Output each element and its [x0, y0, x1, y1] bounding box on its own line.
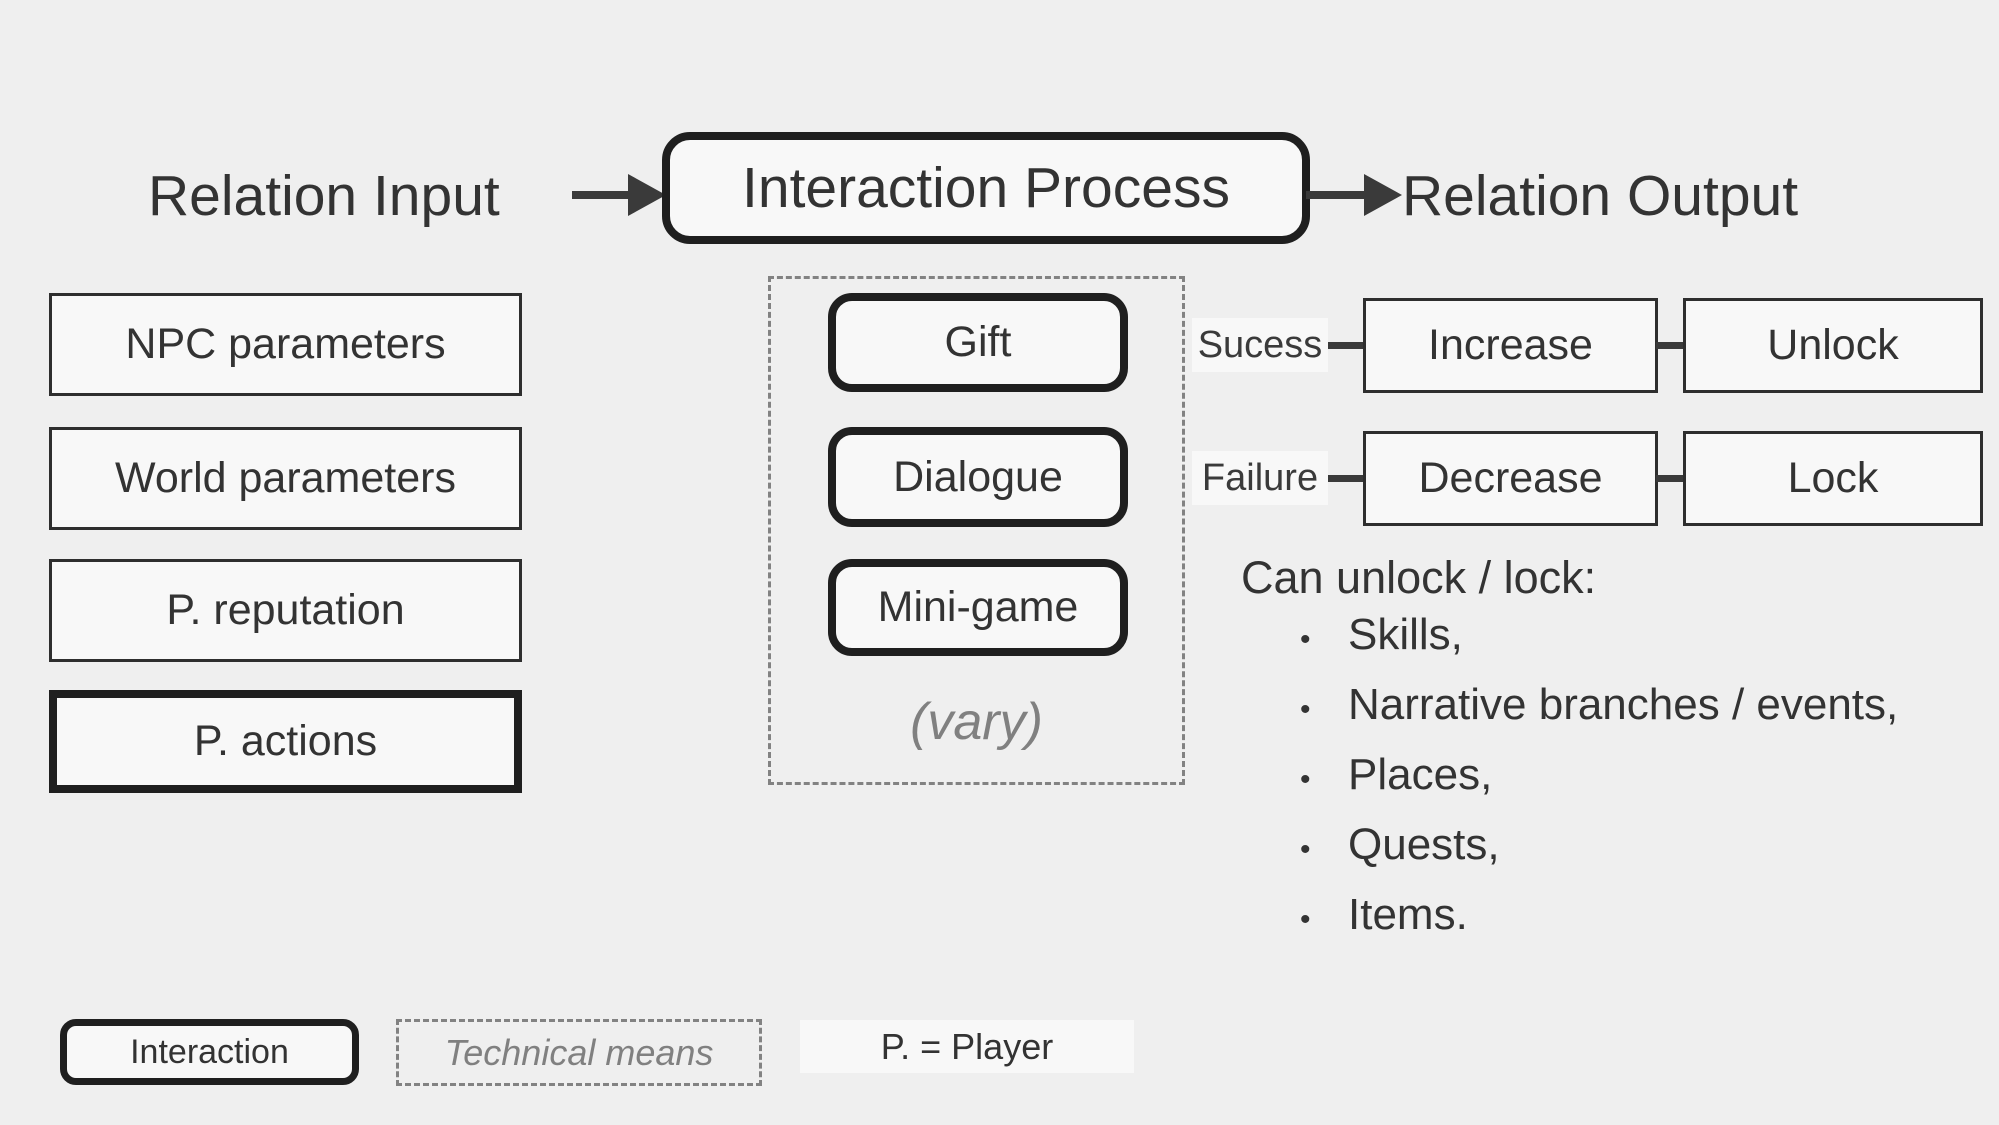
output-box-label: Decrease — [1418, 454, 1603, 502]
legend-technical-means-box: Technical means — [396, 1019, 762, 1086]
process-box-label: Dialogue — [893, 452, 1063, 501]
legend-interaction-label: Interaction — [130, 1032, 289, 1071]
connector-line — [1656, 342, 1684, 349]
legend-interaction-box: Interaction — [60, 1019, 359, 1085]
connector-line — [1656, 475, 1684, 482]
failure-condition-label: Failure — [1192, 451, 1328, 505]
bullet-icon: • — [1300, 763, 1311, 796]
input-box-label: NPC parameters — [125, 320, 446, 368]
relation-output-label: Relation Output — [1402, 164, 1799, 228]
list-item-label: Items. — [1348, 890, 1468, 939]
output-box-lock: Lock — [1683, 431, 1983, 526]
interaction-process-label: Interaction Process — [742, 156, 1230, 220]
output-box-label: Increase — [1428, 321, 1593, 369]
list-item: • Narrative branches / events, — [1300, 680, 1898, 750]
relation-input-label: Relation Input — [148, 164, 500, 228]
connector-line — [1328, 475, 1364, 482]
connector-line — [1328, 342, 1364, 349]
vary-note: (vary) — [910, 693, 1043, 751]
output-box-label: Unlock — [1767, 321, 1899, 369]
list-item-label: Skills, — [1348, 610, 1463, 659]
bullet-icon: • — [1300, 833, 1311, 866]
list-item: • Items. — [1300, 890, 1898, 960]
list-item-label: Narrative branches / events, — [1348, 680, 1899, 729]
arrow-process-to-output-icon — [1306, 174, 1402, 216]
unlock-list: • Skills, • Narrative branches / events,… — [1300, 610, 1898, 960]
input-box-npc-parameters: NPC parameters — [49, 293, 522, 396]
list-item: • Skills, — [1300, 610, 1898, 680]
input-box-player-reputation: P. reputation — [49, 559, 522, 662]
interaction-process-box: Interaction Process — [662, 132, 1310, 244]
process-box-label: Mini-game — [877, 583, 1079, 631]
unlock-list-title: Can unlock / lock: — [1241, 552, 1597, 603]
list-item-label: Quests, — [1348, 820, 1500, 869]
list-item: • Places, — [1300, 750, 1898, 820]
process-box-label: Gift — [944, 318, 1012, 366]
output-box-decrease: Decrease — [1363, 431, 1658, 526]
process-box-gift: Gift — [828, 293, 1128, 392]
success-condition-label: Sucess — [1192, 318, 1328, 372]
input-box-label: P. reputation — [166, 586, 405, 634]
input-box-label: P. actions — [193, 717, 378, 765]
technical-means-container — [768, 276, 1185, 785]
output-box-increase: Increase — [1363, 298, 1658, 393]
output-box-unlock: Unlock — [1683, 298, 1983, 393]
input-box-label: World parameters — [115, 454, 456, 502]
list-item-label: Places, — [1348, 750, 1493, 799]
output-box-label: Lock — [1787, 454, 1879, 502]
input-box-player-actions: P. actions — [49, 690, 522, 793]
bullet-icon: • — [1300, 903, 1311, 936]
bullet-icon: • — [1300, 693, 1311, 726]
legend-player-note: P. = Player — [800, 1020, 1134, 1073]
input-box-world-parameters: World parameters — [49, 427, 522, 530]
bullet-icon: • — [1300, 623, 1311, 656]
arrow-input-to-process-icon — [572, 174, 666, 216]
process-box-dialogue: Dialogue — [828, 427, 1128, 527]
legend-technical-label: Technical means — [444, 1031, 714, 1073]
list-item: • Quests, — [1300, 820, 1898, 890]
process-box-mini-game: Mini-game — [828, 559, 1128, 656]
